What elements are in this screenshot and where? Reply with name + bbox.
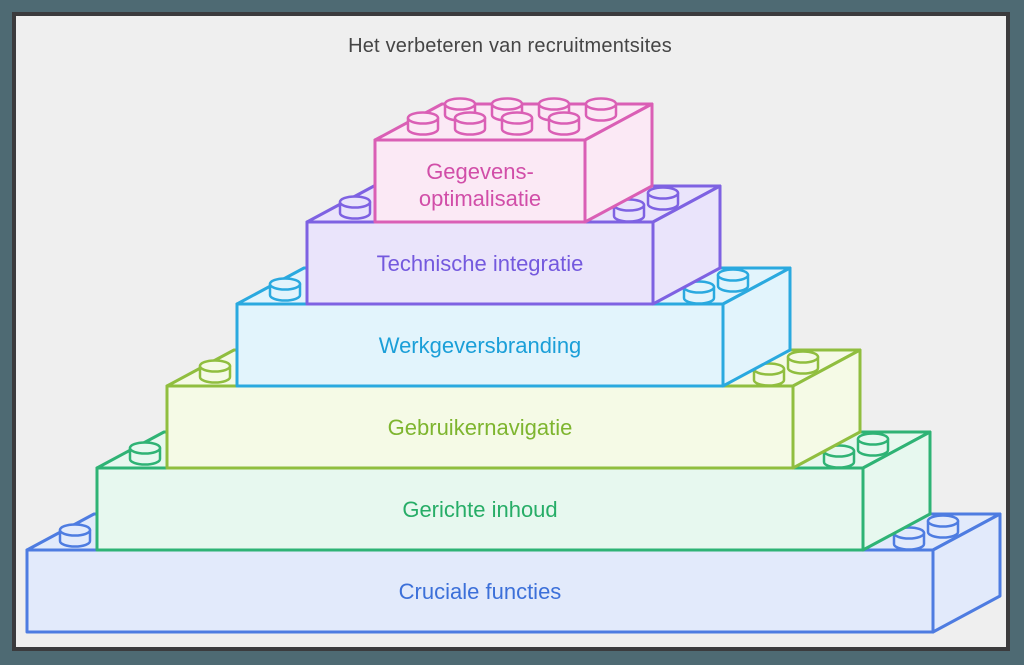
brick-label: Technische integratie <box>377 251 584 276</box>
lego-stud-top <box>584 97 618 111</box>
brick-front-face <box>235 302 725 388</box>
lego-stud-top <box>856 432 890 446</box>
brick-label: Werkgeversbranding <box>379 333 582 358</box>
lego-stud-top <box>500 111 534 125</box>
brick-front-face <box>25 548 935 634</box>
brick-front-face <box>305 220 655 306</box>
lego-stud-top <box>58 523 92 537</box>
brick-label: Gebruikernavigatie <box>388 415 573 440</box>
lego-stud-top <box>406 111 440 125</box>
lego-stud-top <box>128 441 162 455</box>
lego-stud-top <box>453 111 487 125</box>
brick-label: Gegevens- <box>426 159 534 184</box>
lego-stud-top <box>646 186 680 200</box>
lego-stud-top <box>198 359 232 373</box>
diagram-title: Het verbeteren van recruitmentsites <box>348 35 672 57</box>
lego-stud-top <box>537 97 571 111</box>
lego-stud-top <box>547 111 581 125</box>
lego-stud-top <box>338 195 372 209</box>
brick-front-face <box>373 138 587 224</box>
lego-stud-top <box>926 514 960 528</box>
lego-stud-top <box>786 350 820 364</box>
lego-stud-top <box>716 268 750 282</box>
brick-front-face <box>165 384 795 470</box>
brick-label: Gerichte inhoud <box>402 497 557 522</box>
lego-stud-top <box>268 277 302 291</box>
brick-gegevens-optimalisatie: Gegevens-optimalisatie <box>373 97 654 224</box>
brick-technische-integratie: Technische integratie <box>305 184 722 306</box>
lego-stud-top <box>490 97 524 111</box>
brick-label: optimalisatie <box>419 186 541 211</box>
lego-stud-top <box>443 97 477 111</box>
brick-label: Cruciale functies <box>399 579 562 604</box>
bricks-group: Cruciale functies Gerichte inhoud Gebruike… <box>25 97 1002 634</box>
